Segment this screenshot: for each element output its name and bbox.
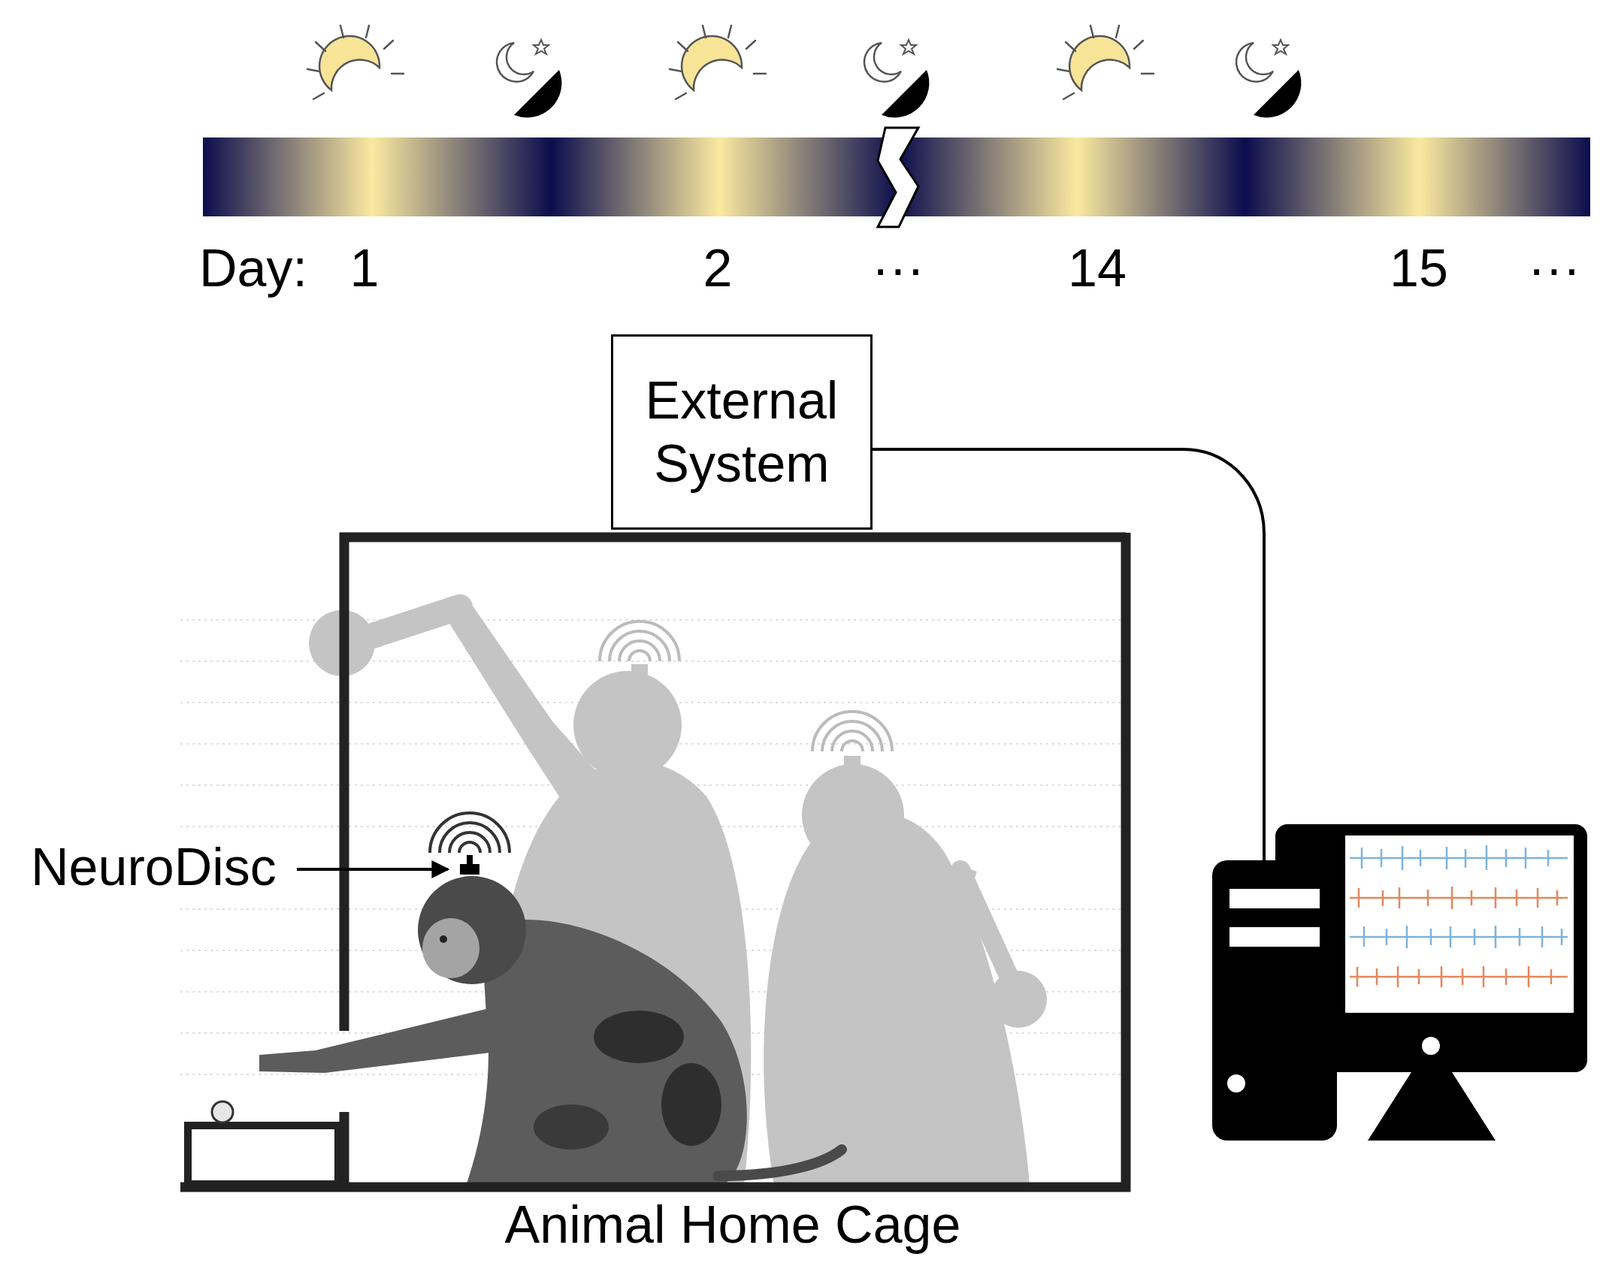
axis-label: Day:	[199, 239, 308, 298]
feeder-button	[211, 1101, 233, 1123]
monkey-body	[763, 812, 1030, 1186]
neurodisc-device	[843, 756, 861, 767]
ghost-monkey	[763, 756, 1047, 1186]
cage-wall	[1121, 532, 1132, 1192]
day-number: 15	[1389, 239, 1449, 298]
neurodisc-device	[631, 664, 648, 675]
wireless-signal	[429, 813, 510, 853]
spike-trace	[1349, 925, 1568, 949]
monitor-screen	[1345, 835, 1574, 1014]
day-number: 2	[703, 239, 733, 298]
fur-patch	[661, 1063, 722, 1147]
lever-ball	[989, 970, 1047, 1029]
feeder-box	[187, 1125, 339, 1185]
moon-icon	[496, 39, 562, 118]
neurodisc-antenna	[466, 855, 473, 866]
drive-slot	[1229, 927, 1320, 947]
wireless-signal	[812, 711, 893, 752]
moon-icon	[864, 39, 929, 118]
spike-trace	[1349, 966, 1568, 988]
cage-frame	[180, 532, 1131, 1192]
drive-slot	[1229, 889, 1320, 909]
monkey-tail	[717, 1149, 842, 1177]
ellipsis: ···	[871, 239, 925, 298]
neural-traces	[1349, 845, 1568, 988]
sun-icon	[307, 25, 404, 100]
wireless-signal	[599, 621, 680, 662]
ghost-monkey	[308, 604, 751, 1186]
neurodisc-device	[459, 864, 480, 875]
power-button	[1227, 1074, 1246, 1093]
spike-trace	[1349, 886, 1568, 910]
home-cage: Animal Home Cage	[339, 532, 1126, 1188]
lever-bar	[359, 607, 460, 641]
day-number: 1	[350, 239, 380, 298]
monkey-arm	[259, 999, 545, 1074]
spike-trace	[1349, 845, 1568, 871]
monkey-head	[801, 764, 905, 867]
monkey-arm	[447, 604, 609, 827]
time-break	[877, 127, 919, 227]
computer-tower	[1212, 860, 1337, 1141]
leader-arrow	[296, 868, 448, 872]
monkey-head	[573, 671, 682, 780]
cage-wall	[339, 532, 1126, 543]
callout-label: NeuroDisc	[30, 838, 277, 897]
lever-bar	[960, 870, 1011, 981]
monkey-head	[417, 876, 527, 985]
cage-title: Animal Home Cage	[500, 1193, 966, 1257]
power-light	[1421, 1037, 1440, 1056]
day-number: 14	[1067, 239, 1127, 298]
monitor-stand	[1367, 1072, 1496, 1141]
cage-wall	[339, 532, 350, 1032]
fur-patch	[593, 1010, 684, 1064]
fur-patch	[533, 1104, 609, 1150]
sun-icon	[1057, 25, 1154, 100]
sun-icon	[669, 25, 766, 100]
monkey-eye	[439, 935, 448, 944]
data-cable	[868, 449, 1265, 863]
box-label: External System	[629, 368, 855, 496]
ellipsis: ···	[1527, 239, 1581, 298]
monkey-face	[422, 918, 480, 979]
system-box: External System	[610, 334, 873, 530]
moon-icon	[1236, 39, 1301, 118]
